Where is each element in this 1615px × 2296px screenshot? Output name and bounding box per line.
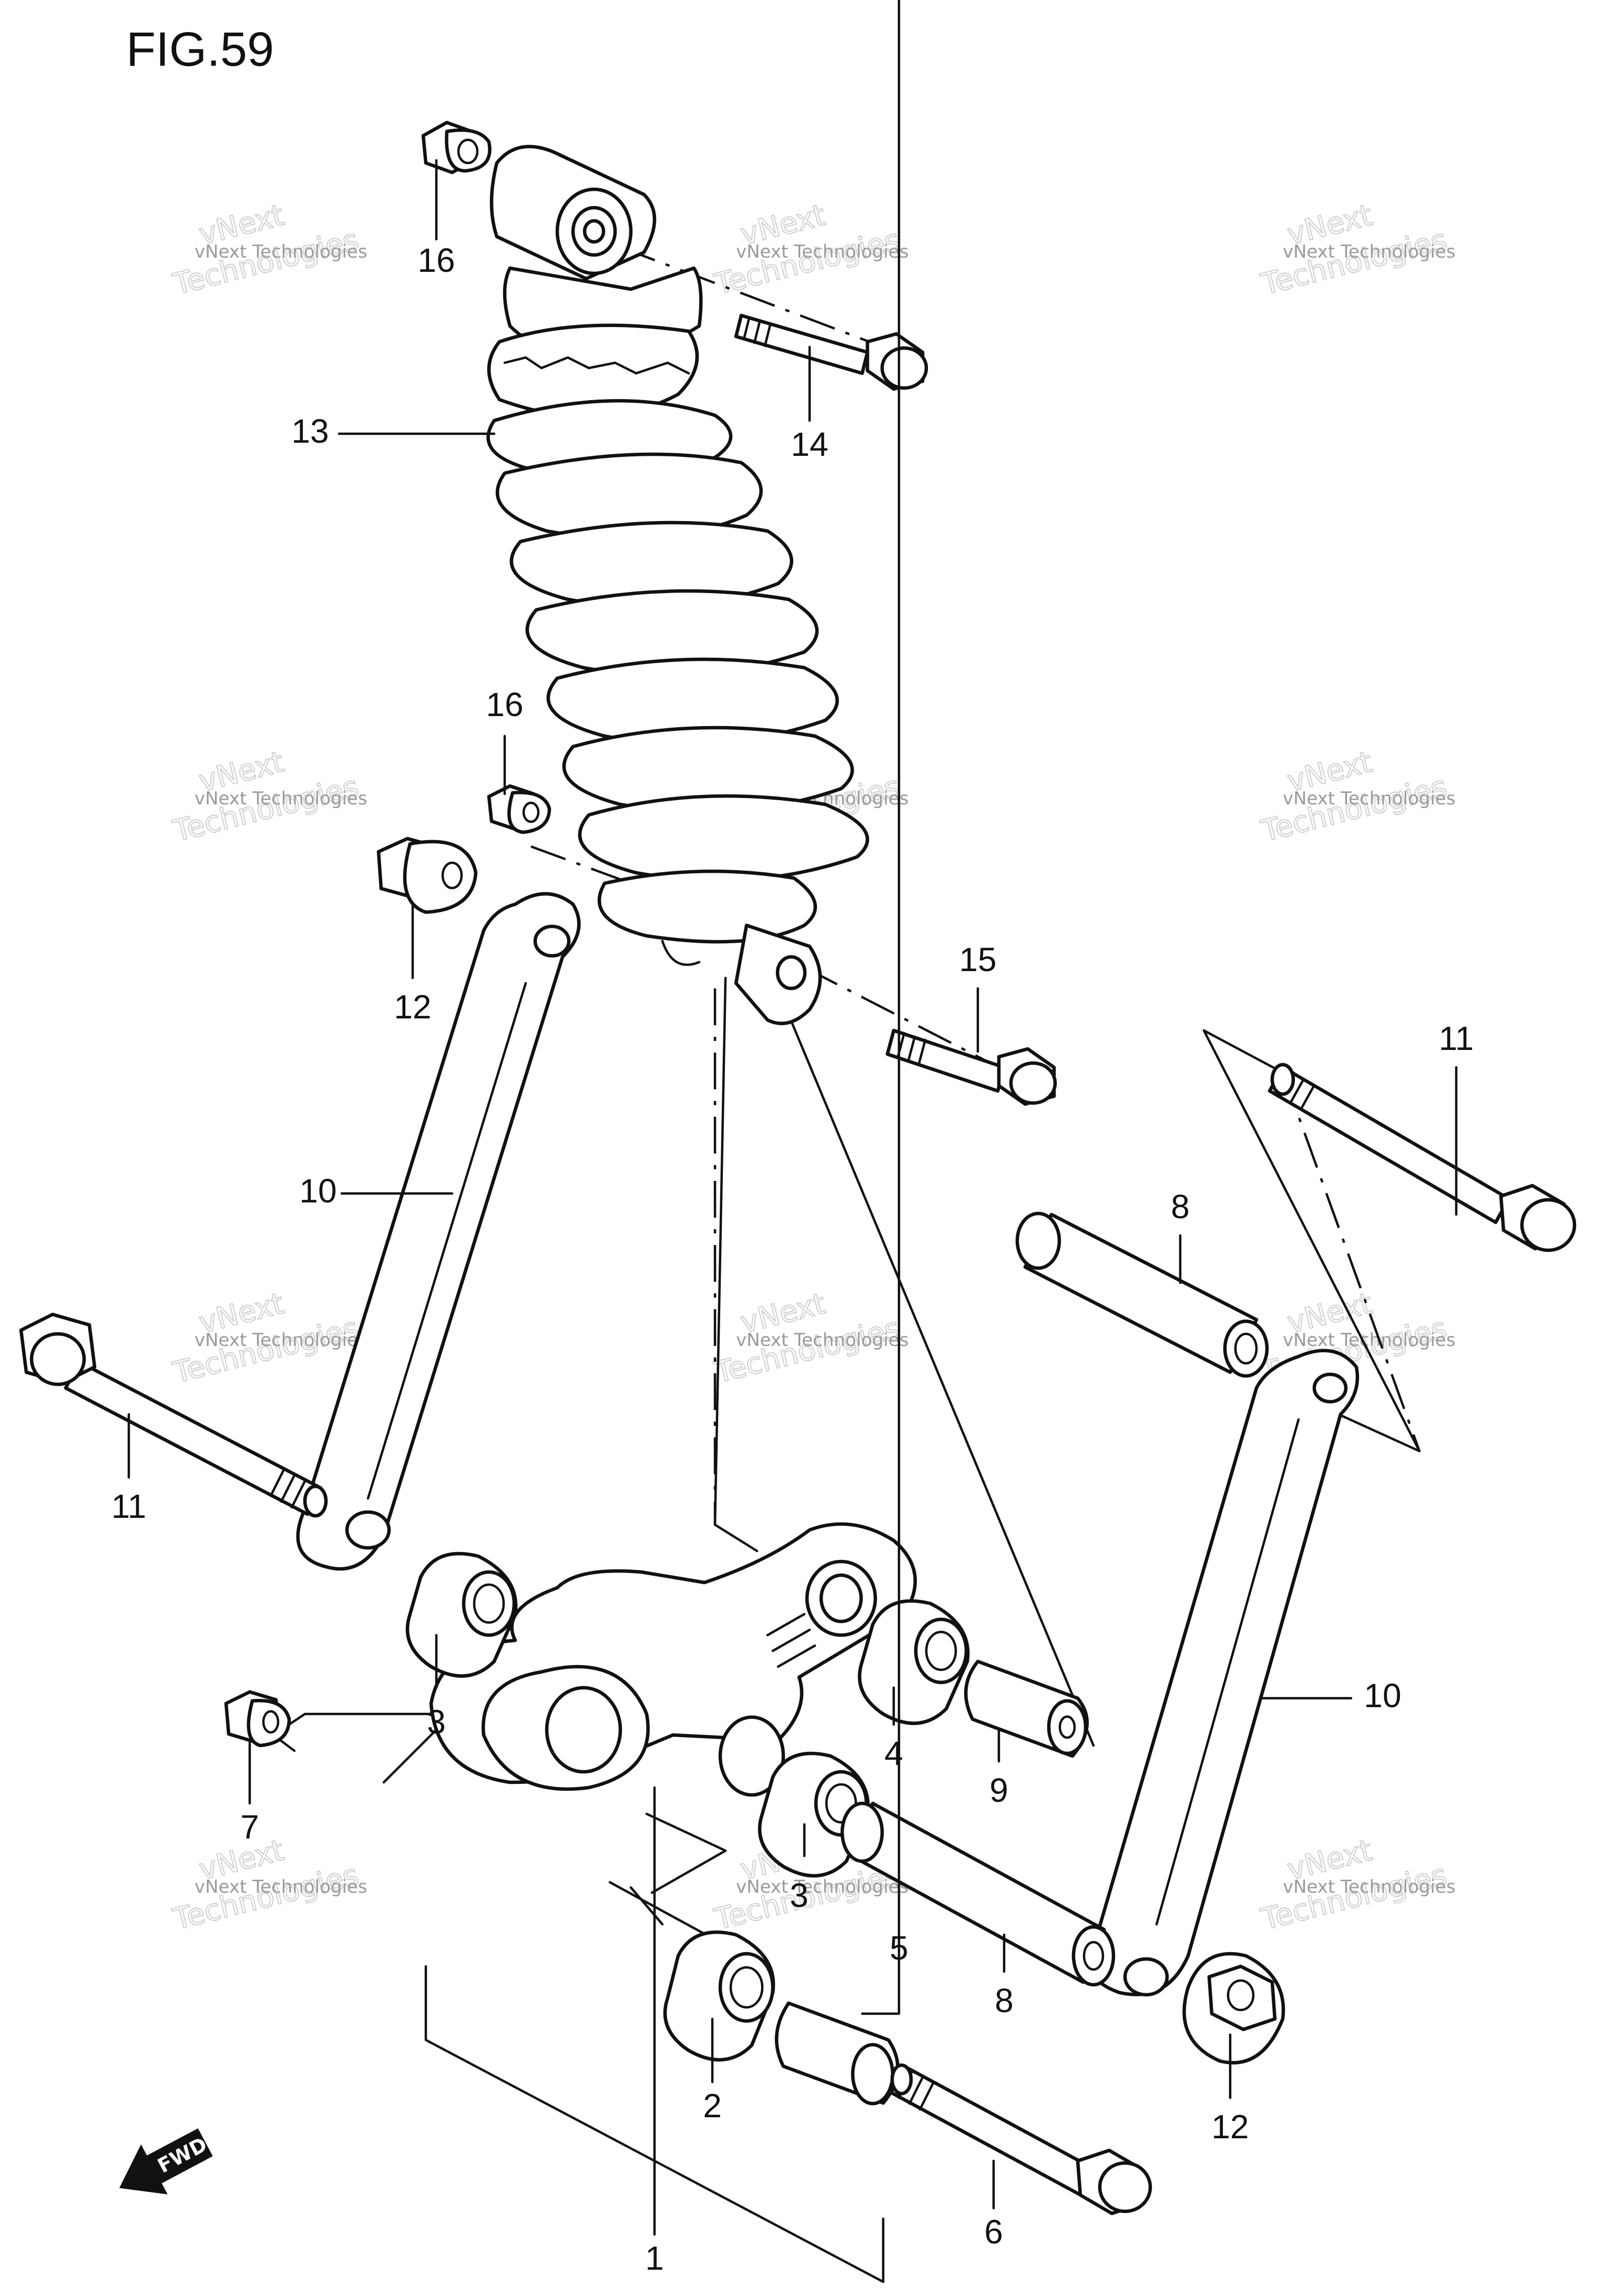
callout-7: 7 [240, 1808, 259, 1846]
svg-text:vNext Technologies: vNext Technologies [736, 1330, 909, 1351]
fwd-arrow-icon: FWD [119, 2128, 213, 2195]
svg-text:vNext Technologies: vNext Technologies [195, 788, 367, 809]
collar-8-upper [1015, 1211, 1269, 1378]
svg-text:vNext Technologies: vNext Technologies [1283, 1876, 1456, 1897]
bolt-15 [885, 1028, 1057, 1106]
rear-shock-absorber [486, 145, 870, 1025]
callout-6: 6 [984, 2213, 1003, 2251]
callout-13: 13 [291, 412, 329, 450]
svg-text:vNext Technologies: vNext Technologies [736, 1876, 909, 1897]
watermark: Technologies vNext vNext Technologies [1258, 744, 1456, 849]
watermark: Technologies vNext vNext Technologies [169, 198, 367, 302]
callout-labels: 1 2 3 3 4 5 6 7 8 8 9 10 10 11 11 12 12 … [111, 241, 1474, 2277]
bolt-11-left [19, 1312, 328, 1518]
callout-14: 14 [791, 425, 828, 463]
callout-8: 8 [1171, 1188, 1190, 1226]
callout-12: 12 [1211, 2108, 1249, 2146]
collar-8-lower [840, 1801, 1116, 1987]
callout-12: 12 [394, 988, 431, 1026]
nut-16-top [421, 120, 492, 175]
svg-text:vNext Technologies: vNext Technologies [736, 241, 909, 262]
nut-7 [224, 1690, 291, 1748]
bushing-2 [663, 1930, 775, 2062]
bolt-14 [734, 313, 928, 391]
callout-10: 10 [1364, 1677, 1401, 1715]
callout-9: 9 [989, 1771, 1008, 1809]
watermark: Technologies vNext vNext Technologies [1258, 198, 1456, 302]
figure-title: FIG.59 [126, 23, 274, 76]
svg-text:vNext Technologies: vNext Technologies [1283, 788, 1456, 809]
watermark: Technologies vNext vNext Technologies [711, 198, 909, 302]
watermark: Technologies vNext vNext Technologies [169, 744, 367, 849]
callout-16: 16 [417, 241, 455, 279]
callout-10: 10 [299, 1172, 336, 1210]
bushing-4 [857, 1599, 970, 1725]
svg-text:vNext Technologies: vNext Technologies [195, 241, 367, 262]
cushion-rod-10-right [1087, 1349, 1360, 1997]
callout-16: 16 [486, 686, 523, 723]
cushion-lever-1 [429, 1522, 917, 1797]
callout-4: 4 [884, 1734, 903, 1772]
bolt-11-right [1268, 1063, 1577, 1252]
watermark: Technologies vNext vNext Technologies [711, 1286, 909, 1391]
svg-text:vNext Technologies: vNext Technologies [195, 1330, 367, 1351]
cushion-rod-10-left [296, 892, 581, 1571]
callout-11: 11 [111, 1487, 146, 1525]
nut-16-mid [487, 784, 551, 834]
callout-15: 15 [959, 941, 996, 978]
collar-5 [774, 2001, 900, 2106]
callout-2: 2 [703, 2087, 722, 2125]
watermark: Technologies vNext vNext Technologies [1258, 1833, 1456, 1937]
callout-1: 1 [645, 2239, 664, 2277]
nut-12-right [1182, 1952, 1285, 2065]
callout-3: 3 [427, 1703, 446, 1741]
bolt-6 [889, 2063, 1152, 2216]
bushing-3-upper [405, 1552, 518, 1678]
svg-text:vNext Technologies: vNext Technologies [195, 1876, 367, 1897]
leader-lines [127, 0, 1458, 2236]
watermark: Technologies vNext vNext Technologies [169, 1833, 367, 1937]
svg-text:vNext Technologies: vNext Technologies [1283, 1330, 1456, 1351]
callout-3: 3 [790, 1876, 809, 1914]
assembly-axes [272, 246, 1421, 2283]
svg-text:vNext Technologies: vNext Technologies [1283, 241, 1456, 262]
collar-9 [964, 1659, 1089, 1758]
watermark: Technologies vNext vNext Technologies [169, 1286, 367, 1391]
callout-11: 11 [1439, 1019, 1474, 1057]
nut-12-left [376, 836, 478, 914]
callout-5: 5 [890, 1929, 908, 1967]
callout-8: 8 [995, 1982, 1014, 2019]
